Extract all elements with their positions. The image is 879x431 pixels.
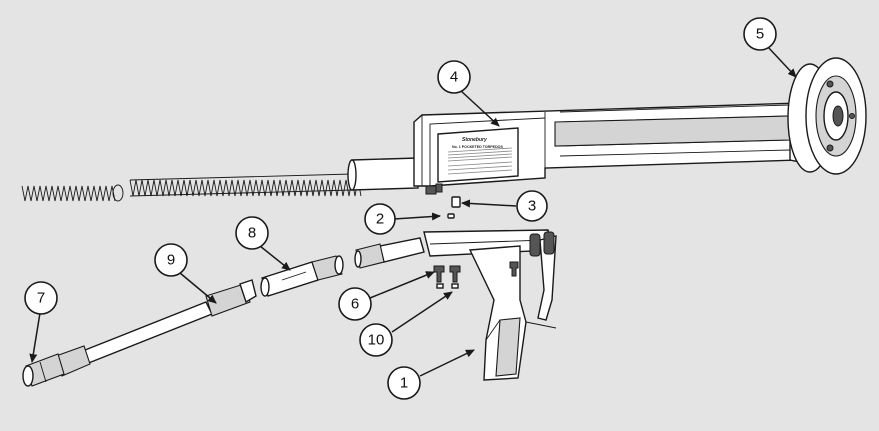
nozzle <box>22 353 65 387</box>
hose-body <box>79 301 213 365</box>
end-cap-wheel <box>787 57 867 175</box>
leader-10 <box>391 291 453 333</box>
pin <box>447 213 455 219</box>
hose <box>55 279 257 377</box>
callout-10-label: 10 <box>368 332 385 349</box>
callout-1-label: 1 <box>400 375 408 392</box>
callout-3-label: 3 <box>528 198 536 215</box>
coupler-sleeve <box>260 255 344 297</box>
callout-4-label: 4 <box>450 69 458 86</box>
callout-6-label: 6 <box>351 296 359 313</box>
label-plate: Stonebury No. 1 POCKETED TORPEDOS <box>437 127 519 183</box>
spring-coils-left <box>21 185 116 202</box>
spring-gap-coil <box>112 184 124 202</box>
leader-4 <box>459 89 500 127</box>
callout-5: 5 <box>743 17 777 51</box>
handle-trigger <box>537 235 557 321</box>
leader-7 <box>29 312 41 363</box>
handle-screw <box>509 261 519 277</box>
callout-6: 6 <box>338 287 372 321</box>
trigger-knob-left <box>529 233 541 257</box>
callout-3: 3 <box>516 190 548 222</box>
bushing <box>451 196 461 208</box>
spring-coils-right <box>129 179 362 197</box>
callout-9-label: 9 <box>167 252 175 269</box>
leader-9 <box>179 272 217 304</box>
spring-bottom-edge <box>129 189 353 197</box>
end-cap-bolt-top <box>826 80 834 88</box>
leader-6 <box>369 271 435 299</box>
nozzle-tip <box>22 365 34 387</box>
coupler-sleeve-body <box>261 261 319 297</box>
spring-top-edge <box>129 173 353 181</box>
callout-2-label: 2 <box>376 211 384 228</box>
plate-fine-print <box>447 147 513 175</box>
washer-left <box>436 283 444 289</box>
hose-fitting <box>205 283 251 317</box>
callout-5-label: 5 <box>756 26 764 43</box>
callout-9: 9 <box>154 243 188 277</box>
callout-8-label: 8 <box>248 225 256 242</box>
label-plate-frame <box>437 127 519 183</box>
callout-1: 1 <box>387 366 421 400</box>
handle-grip-panel <box>495 317 521 377</box>
trigger-knob-right <box>543 231 555 255</box>
callout-7-label: 7 <box>37 290 45 307</box>
callout-8: 8 <box>235 216 269 250</box>
spring <box>21 173 362 202</box>
screw-right <box>449 265 461 283</box>
tube-rear-section <box>351 157 419 191</box>
plate-model: No. 1 POCKETED TORPEDOS <box>452 145 503 149</box>
plate-brand: Stonebury <box>462 137 487 143</box>
leader-1 <box>419 349 475 377</box>
handle-assembly <box>354 229 557 381</box>
washer-right <box>451 283 459 289</box>
callout-4: 4 <box>437 60 471 94</box>
main-tube-assembly: Stonebury No. 1 POCKETED TORPEDOS <box>347 99 801 195</box>
leader-3 <box>461 199 517 208</box>
tube-hinge-right <box>435 183 443 193</box>
tube-hinge-left <box>425 185 437 195</box>
callout-7: 7 <box>24 281 58 315</box>
callout-2: 2 <box>364 203 396 235</box>
leader-2 <box>393 212 441 221</box>
coupler-sleeve-thread <box>311 255 343 281</box>
handle-inlet-fitting <box>379 237 425 263</box>
callout-10: 10 <box>359 323 393 357</box>
screw-left <box>433 265 445 283</box>
leader-8 <box>259 245 291 271</box>
tube-rear-end <box>347 159 357 191</box>
end-cap-bolt-bottom <box>826 144 834 152</box>
leader-5 <box>766 45 797 78</box>
